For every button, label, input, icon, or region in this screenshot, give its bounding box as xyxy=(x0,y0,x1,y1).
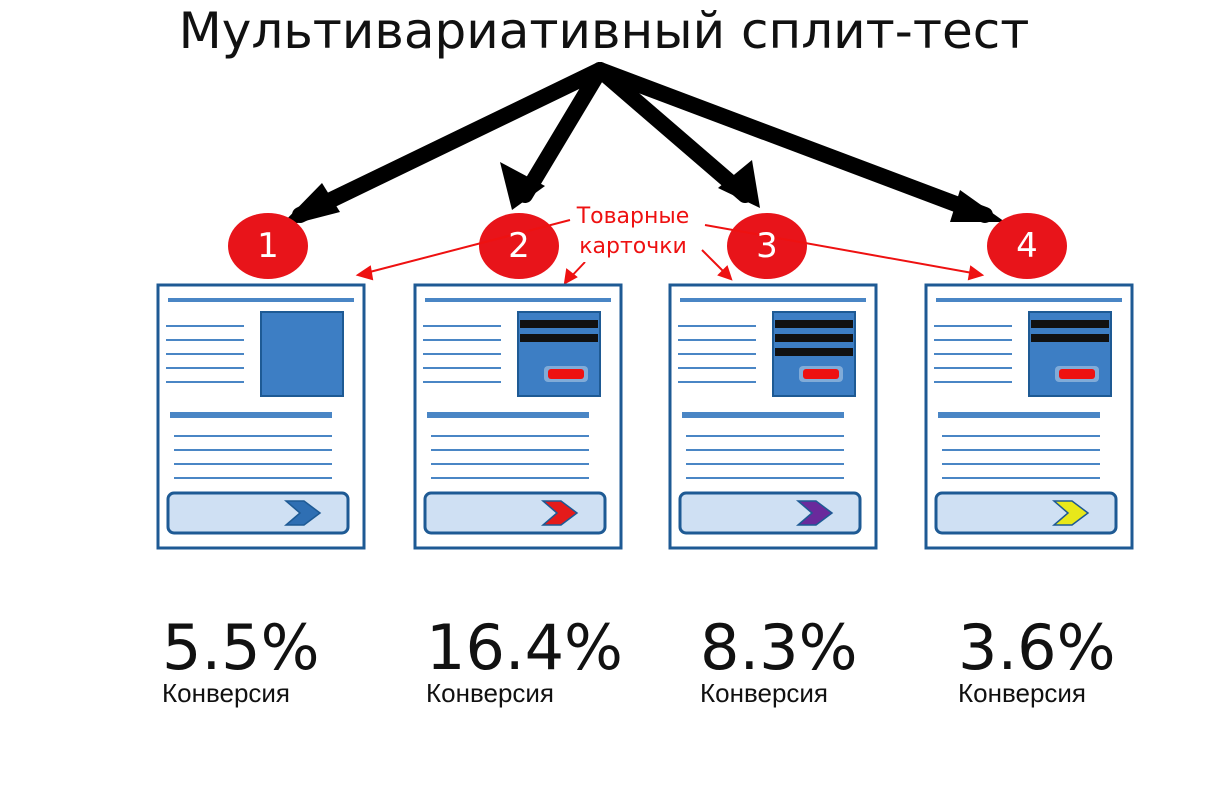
card-cta-arrow-icon xyxy=(283,500,322,526)
card-text-line xyxy=(166,353,244,355)
card-mini-button xyxy=(803,369,839,379)
card-mini-button xyxy=(548,369,584,379)
circle-1 xyxy=(228,213,308,279)
annotation-line-2: карточки xyxy=(577,232,689,262)
card-body-line xyxy=(174,463,332,465)
card-text-line xyxy=(934,381,1012,383)
variant-number-1: 1 xyxy=(257,226,279,266)
card-mid-bar xyxy=(427,412,589,418)
card-body-line xyxy=(942,477,1100,479)
card-text-line xyxy=(678,367,756,369)
metric-2: 16.4% Конверсия xyxy=(426,611,686,708)
circle-4 xyxy=(987,213,1067,279)
arrow-heads xyxy=(278,160,1005,228)
card-text-line xyxy=(678,325,756,327)
metric-3: 8.3% Конверсия xyxy=(700,611,960,708)
card-body-line xyxy=(686,463,844,465)
card-text-line xyxy=(934,339,1012,341)
card-text-line xyxy=(934,367,1012,369)
card-mid-bar xyxy=(682,412,844,418)
card-body-line xyxy=(431,477,589,479)
card-image-stripe xyxy=(775,334,853,342)
card-text-line xyxy=(934,325,1012,327)
variant-number-2: 2 xyxy=(508,226,530,266)
page-title: Мультивариативный сплит-тест xyxy=(178,2,1030,60)
conversion-label-2: Конверсия xyxy=(426,678,555,708)
conversion-value-1: 5.5% xyxy=(162,611,320,684)
card-text-line xyxy=(166,367,244,369)
annotation-arrows xyxy=(355,219,985,285)
conversion-value-2: 16.4% xyxy=(426,611,623,684)
metric-4: 3.6% Конверсия xyxy=(958,611,1208,708)
branch-arrows xyxy=(292,62,993,223)
card-text-line xyxy=(423,353,501,355)
card-header-line xyxy=(168,298,354,302)
card-text-line xyxy=(678,339,756,341)
variant-circles xyxy=(228,213,1067,279)
card-cta-arrow-icon xyxy=(1051,500,1090,526)
circle-3 xyxy=(727,213,807,279)
card-text-line xyxy=(678,381,756,383)
card-text-line xyxy=(423,339,501,341)
card-body-line xyxy=(686,435,844,437)
card-header-line xyxy=(425,298,611,302)
card-mid-bar xyxy=(938,412,1100,418)
card-text-line xyxy=(423,367,501,369)
card-mini-button xyxy=(1059,369,1095,379)
card-body-line xyxy=(174,477,332,479)
card-header-line xyxy=(680,298,866,302)
variant-number-3: 3 xyxy=(756,226,778,266)
card-image xyxy=(260,311,344,397)
card-body-line xyxy=(942,435,1100,437)
conversion-value-3: 8.3% xyxy=(700,611,858,684)
conversion-label-4: Конверсия xyxy=(958,678,1087,708)
metric-1: 5.5% Конверсия xyxy=(162,611,422,708)
conversion-label-3: Конверсия xyxy=(700,678,829,708)
annotation-label: Товарные карточки xyxy=(548,202,718,262)
card-header-line xyxy=(936,298,1122,302)
annotation-line-1: Товарные xyxy=(574,202,692,232)
card-image-stripe xyxy=(1031,334,1109,342)
circle-2 xyxy=(479,213,559,279)
card-text-line xyxy=(423,381,501,383)
card-cta-arrow-icon xyxy=(795,500,834,526)
product-cards xyxy=(156,283,1134,550)
card-image-stripe xyxy=(1031,320,1109,328)
card-body-line xyxy=(174,449,332,451)
card-body-line xyxy=(431,463,589,465)
variant-number-4: 4 xyxy=(1016,226,1038,266)
card-image-stripe xyxy=(775,348,853,356)
card-text-line xyxy=(166,325,244,327)
card-body-line xyxy=(174,435,332,437)
card-image-stripe xyxy=(520,334,598,342)
card-text-line xyxy=(166,339,244,341)
card-text-line xyxy=(934,353,1012,355)
card-body-line xyxy=(431,435,589,437)
card-text-line xyxy=(166,381,244,383)
card-image-stripe xyxy=(520,320,598,328)
card-mid-bar xyxy=(170,412,332,418)
card-image-stripe xyxy=(775,320,853,328)
card-cta-arrow-icon xyxy=(540,500,579,526)
card-text-line xyxy=(423,325,501,327)
card-body-line xyxy=(942,449,1100,451)
conversion-value-4: 3.6% xyxy=(958,611,1116,684)
card-body-line xyxy=(686,449,844,451)
card-body-line xyxy=(942,463,1100,465)
card-body-line xyxy=(431,449,589,451)
card-body-line xyxy=(686,477,844,479)
conversion-label-1: Конверсия xyxy=(162,678,291,708)
card-text-line xyxy=(678,353,756,355)
